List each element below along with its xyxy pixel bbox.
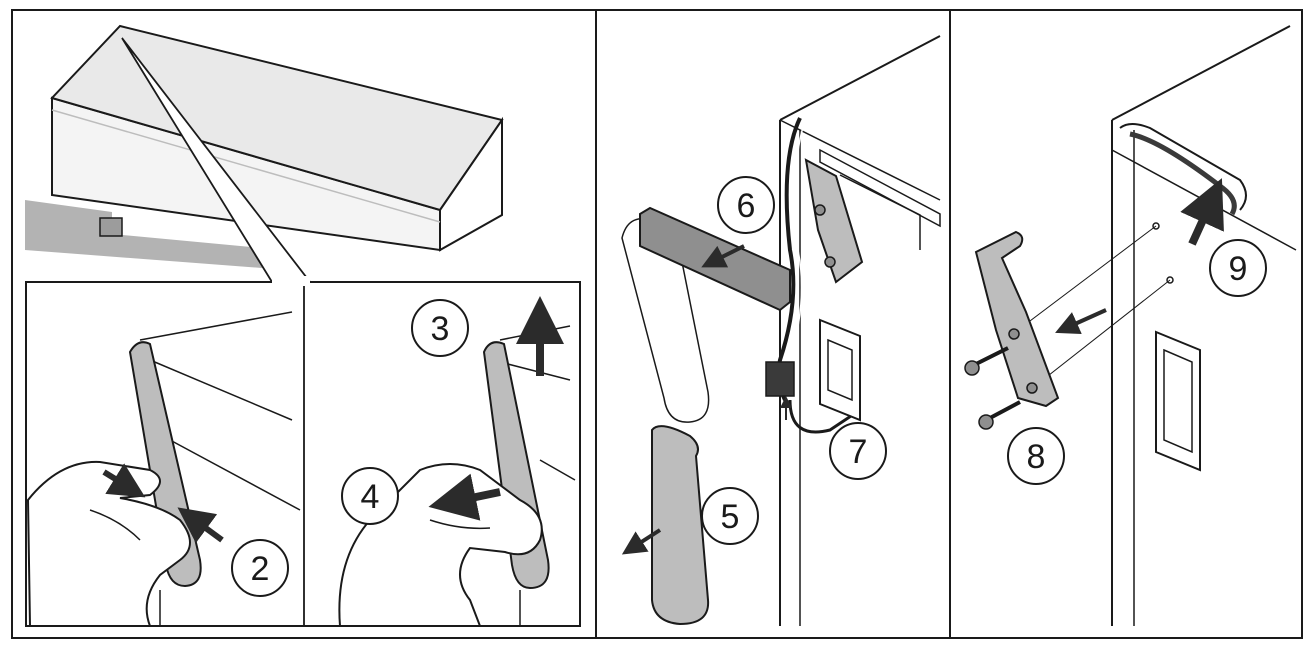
step-badge-9 (1209, 239, 1267, 297)
floor-shadow (25, 200, 262, 268)
step-badge-7 (829, 422, 887, 480)
step-number-6: 6 (737, 187, 756, 225)
arrow-icon (1180, 178, 1224, 246)
step-badge-6 (717, 176, 775, 234)
step-number-7: 7 (849, 433, 868, 471)
step-number-2: 2 (251, 550, 270, 588)
cover-cap-icon (651, 425, 710, 626)
arrow-icon (701, 244, 745, 268)
step-number-9: 9 (1229, 250, 1248, 288)
unit-foot (99, 217, 123, 237)
panel-2-disconnect: 5 6 7 (621, 35, 941, 626)
arrow-icon (621, 528, 662, 555)
connector-icon (765, 361, 795, 397)
step-badge-4 (341, 467, 399, 525)
panel-1-overview: 2 3 4 (25, 24, 581, 627)
arrow-icon (428, 473, 501, 521)
step-badge-2 (231, 539, 289, 597)
step-number-8: 8 (1027, 438, 1046, 476)
arrow-icon (102, 463, 146, 498)
arrow-icon (177, 507, 224, 544)
hinge-bracket-icon (974, 230, 1060, 408)
subpanel-pull: 3 4 (338, 296, 576, 627)
step-number-3: 3 (431, 310, 450, 348)
step-number-4: 4 (361, 478, 380, 516)
step-number-5: 5 (721, 498, 740, 536)
screw-icon (978, 400, 1021, 430)
step-badge-3 (411, 299, 469, 357)
subpanel-squeeze: 2 (26, 311, 301, 627)
arrow-icon (1055, 308, 1107, 335)
diagram-frame (11, 9, 1303, 639)
socket-mount (1155, 330, 1201, 472)
hand-icon (26, 460, 191, 627)
step-badge-5 (701, 487, 759, 545)
screw-icon (964, 346, 1009, 376)
unit-side (439, 116, 503, 252)
hinge-bracket-icon (804, 158, 864, 284)
panel-3-remove-hinge: 8 9 (964, 25, 1297, 626)
socket-mount (819, 318, 861, 422)
step-badge-8 (1007, 427, 1065, 485)
